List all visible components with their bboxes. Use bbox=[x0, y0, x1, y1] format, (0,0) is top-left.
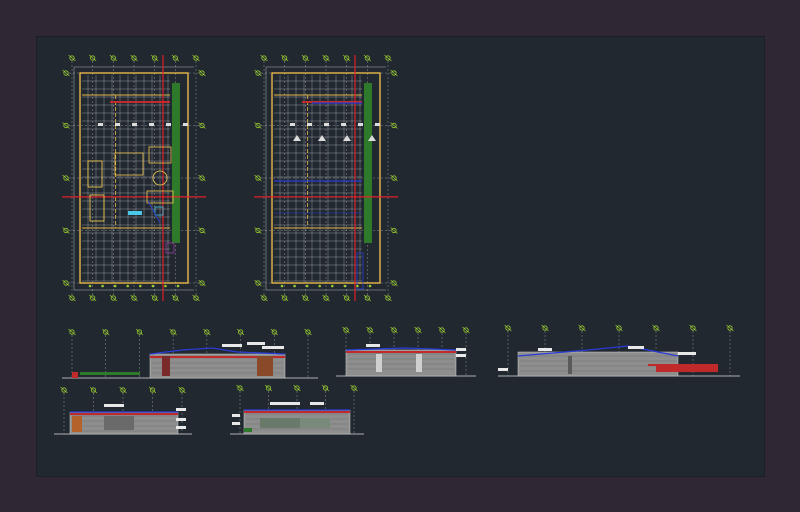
elevation-side-b bbox=[498, 324, 740, 377]
elevation-side-a bbox=[336, 326, 476, 377]
elevation-front bbox=[62, 328, 318, 379]
floor-plan-roof bbox=[254, 54, 398, 302]
cad-model-space[interactable] bbox=[37, 37, 764, 476]
floor-plan-furnished bbox=[62, 54, 206, 302]
cad-drawing bbox=[54, 54, 740, 435]
section-b bbox=[230, 384, 364, 435]
section-a bbox=[54, 386, 192, 435]
